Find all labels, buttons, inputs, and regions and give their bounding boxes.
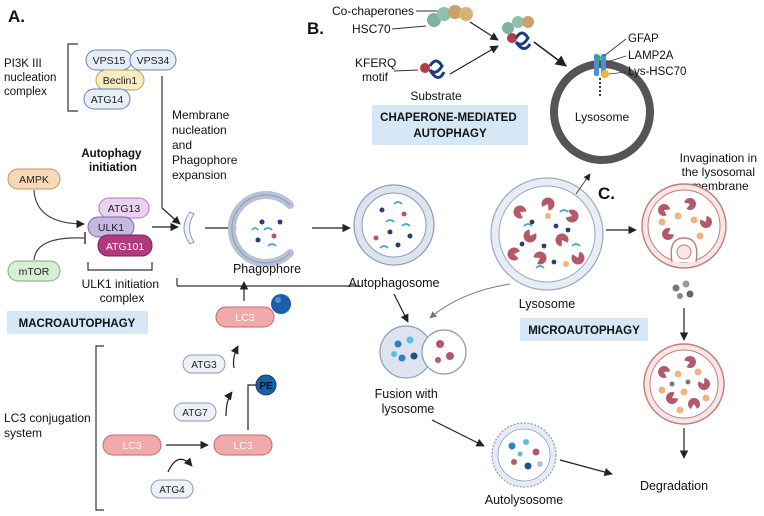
gfap-pointer	[603, 38, 627, 57]
micro-lysosome-cargo	[507, 197, 585, 269]
microautophagy-title-box	[520, 318, 648, 341]
atg14-label: ATG14	[91, 94, 124, 106]
vps34-shape	[129, 49, 177, 71]
pi3k-bracket	[67, 43, 78, 112]
cma-lysosome-label: Lysosome	[575, 110, 630, 124]
micro-lysosome-label: Lysosome	[519, 297, 576, 311]
lc3-final-shape	[215, 306, 275, 328]
atg3-shape	[182, 354, 226, 374]
to-autolysosome-arrow	[431, 419, 485, 447]
cochaperones-label: Co-chaperones	[332, 4, 414, 18]
autophagosome-shape	[353, 184, 435, 266]
hsc70-label: HSC70	[352, 22, 391, 36]
beclin1-label: Beclin1	[103, 75, 138, 87]
membrane-arrow	[161, 207, 181, 225]
mtor-inhibition	[33, 237, 85, 261]
atg13-label: ATG13	[108, 203, 141, 215]
section-b-label: B.	[307, 19, 324, 38]
atg7-label: ATG7	[182, 408, 208, 419]
micro-degrading-lysosome-shape	[643, 343, 725, 425]
ulk1-complex-label: ULK1 initiation complex	[82, 277, 163, 305]
pe-link	[247, 384, 256, 430]
ulk1-label: ULK1	[98, 222, 124, 234]
degraded-particles	[672, 280, 694, 299]
invagination-cargo	[658, 198, 712, 240]
lys-hsc70-label: Lys-HSC70	[628, 66, 686, 78]
kferq-label: KFERQ motif	[355, 56, 400, 84]
substrate-shape	[420, 59, 446, 79]
atg7-shape	[173, 402, 217, 422]
substrate-label: Substrate	[410, 89, 462, 103]
to-degradation-arrow	[559, 459, 613, 477]
macroautophagy-title: MACROAUTOPHAGY	[19, 318, 136, 330]
kferq-pointer	[393, 69, 419, 72]
cma-title-box	[372, 105, 528, 145]
chaperone-to-complex	[469, 21, 499, 41]
atg101-shape	[97, 234, 153, 257]
atg3-label: ATG3	[191, 360, 217, 371]
lamp2a-pointer	[606, 55, 627, 63]
hsc70-pointer	[391, 25, 427, 30]
lc3-system-label: LC3 conjugation system	[4, 411, 94, 440]
section-c-label: C.	[598, 184, 615, 203]
gfap-label: GFAP	[628, 33, 659, 45]
macroautophagy-title-box	[7, 311, 148, 334]
complex-to-lysosome-arrow	[533, 41, 567, 67]
cma-title: CHAPERONE-MEDIATED AUTOPHAGY	[380, 112, 520, 140]
atg101-label: ATG101	[106, 241, 144, 253]
chaperone-substrate-complex	[502, 16, 534, 50]
lc3-final-label: LC3	[235, 312, 254, 324]
autophagosome-label: Autophagosome	[348, 276, 439, 290]
atg4-arrow	[167, 457, 193, 473]
lamp2a-receptor-shape	[594, 54, 609, 98]
atg4-shape	[150, 479, 194, 499]
chaperone-complex-shape	[427, 5, 473, 27]
invaginating-lysosome-shape	[641, 183, 727, 269]
degrading-lysosome-cargo	[658, 356, 710, 414]
autolysosome-shape	[491, 422, 557, 488]
substrate-to-complex	[449, 45, 499, 75]
ampk-activation-arrow	[33, 189, 85, 229]
vps15-label: VPS15	[93, 55, 126, 67]
atg14-shape	[83, 88, 131, 110]
phagophore-shape	[228, 191, 294, 267]
vps34-label: VPS34	[137, 55, 170, 67]
ampk-label: AMPK	[19, 174, 49, 186]
section-a-label: A.	[8, 7, 25, 26]
phagophore-label: Phagophore	[233, 262, 301, 276]
mtor-label: mTOR	[19, 266, 50, 278]
membrane-label: Membrane nucleation and Phagophore expan…	[172, 108, 241, 182]
autolysosome-label: Autolysosome	[485, 493, 564, 507]
phagophore-bracket	[176, 278, 360, 287]
ulk1-bracket	[87, 262, 153, 271]
fusion-shape	[379, 325, 467, 379]
ampk-shape	[7, 168, 61, 190]
lamp2a-label: LAMP2A	[628, 50, 674, 62]
lc3-processed-label: LC3	[233, 440, 252, 452]
invagination-label: Invagination in the lysosomal membrane	[680, 151, 761, 193]
mtor-shape	[7, 260, 61, 282]
lc3-bound-pe-sphere	[271, 294, 291, 314]
pi3k-label: PI3K III nucleation complex	[4, 58, 60, 98]
lc3-initial-shape	[102, 434, 162, 456]
lc3-system-bracket	[95, 345, 104, 511]
atg7-arrow	[224, 391, 233, 417]
atg3-arrow	[230, 345, 239, 369]
lysosome-to-cma-arrow	[575, 173, 591, 195]
atg4-label: ATG4	[159, 485, 185, 496]
nucleation-membrane	[183, 211, 195, 245]
fusion-label: Fusion with lysosome	[375, 387, 442, 416]
initiation-label: Autophagy initiation	[81, 148, 144, 174]
lysosome-to-fusion-arrow	[429, 283, 511, 319]
pe-label: PE	[259, 381, 273, 392]
lys-hsc70-pointer	[608, 71, 627, 75]
lc3-processed-shape	[213, 434, 273, 456]
degradation-label: Degradation	[640, 479, 708, 493]
to-fusion-arrow	[393, 293, 409, 323]
microautophagy-title: MICROAUTOPHAGY	[528, 325, 640, 337]
lc3-initial-label: LC3	[122, 440, 141, 452]
micro-lysosome-shape	[490, 177, 604, 291]
